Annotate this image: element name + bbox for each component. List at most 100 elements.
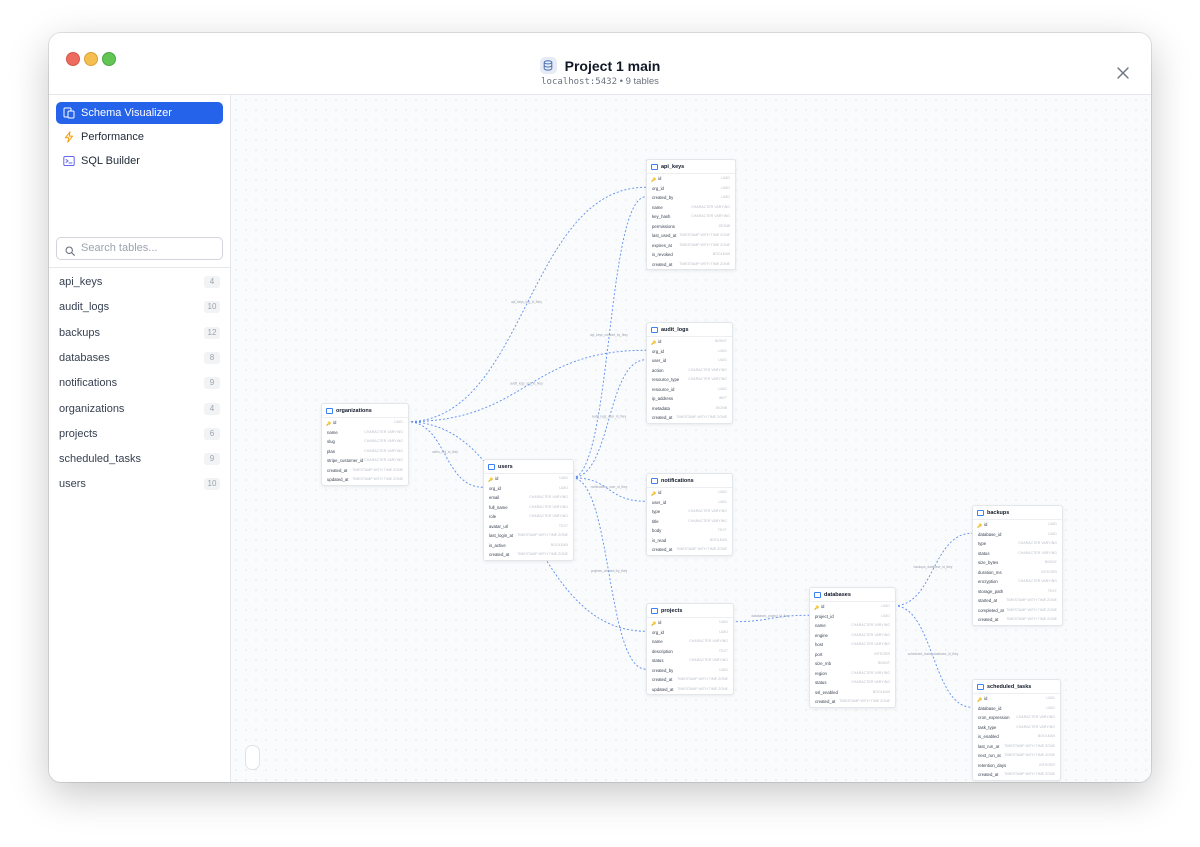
column-type: BOOLEAN (712, 252, 730, 257)
table-card-title: organizations (336, 407, 372, 414)
relationship-line[interactable] (406, 421, 647, 632)
column-type: INTEGER (1041, 569, 1057, 574)
maximize-window-button[interactable] (102, 52, 116, 66)
schema-icon (63, 107, 75, 119)
column-type: TEXT (718, 648, 728, 653)
relationship-line[interactable] (571, 196, 647, 479)
column-name: org_id (652, 348, 664, 354)
close-icon[interactable] (1115, 65, 1131, 81)
nav-schema-visualizer[interactable]: Schema Visualizer (56, 102, 223, 124)
relationship-line[interactable] (406, 186, 647, 423)
primary-key-icon: 🔑 (488, 476, 493, 482)
column-type: CHARACTER VARYING (688, 377, 727, 382)
close-window-button[interactable] (66, 52, 80, 66)
column-name: title (652, 518, 659, 524)
column-count-badge: 9 (204, 377, 220, 390)
relationship-line[interactable] (893, 605, 973, 708)
column-name: id (984, 696, 988, 701)
relationship-line[interactable] (406, 421, 484, 488)
column-count-badge: 9 (204, 453, 220, 466)
search-box (56, 237, 223, 260)
column-type: TEXT (1047, 588, 1057, 593)
relationship-line[interactable] (893, 532, 973, 607)
column-name: id (495, 476, 499, 481)
relationship-line[interactable] (571, 477, 647, 670)
relationship-line[interactable] (571, 359, 647, 479)
relationship-line[interactable] (406, 349, 647, 423)
column-name: engine (815, 632, 828, 638)
table-list-name: audit_logs (59, 301, 110, 314)
column-name: key_hash (652, 214, 671, 219)
table-card-header: api_keys (647, 160, 735, 174)
column-type: TEXT (558, 523, 568, 528)
column-count-badge: 4 (204, 402, 220, 415)
table-card-header: audit_logs (647, 323, 732, 337)
sidebar-divider (49, 267, 230, 268)
zoom-control[interactable] (245, 745, 260, 770)
column-type: UUID (721, 185, 730, 190)
column-type: JSONB (715, 405, 727, 410)
column-name: created_at (652, 677, 673, 682)
column-type: CHARACTER VARYING (364, 448, 403, 453)
column-count-badge: 6 (204, 427, 220, 440)
column-name: type (978, 541, 987, 546)
column-type: TIMESTAMP WITH TIME ZONE (517, 552, 568, 557)
nav-sql-builder[interactable]: SQL Builder (56, 150, 223, 172)
column-name: updated_at (652, 686, 674, 692)
column-type: TIMESTAMP WITH TIME ZONE (679, 261, 730, 266)
column-name: org_id (489, 485, 501, 491)
column-name: created_at (652, 415, 673, 420)
search-input[interactable] (81, 240, 217, 256)
database-icon (539, 57, 557, 74)
column-type: TIMESTAMP WITH TIME ZONE (1004, 753, 1055, 758)
column-name: id (333, 420, 337, 425)
relationship-line[interactable] (571, 477, 647, 502)
column-type: TIMESTAMP WITH TIME ZONE (517, 533, 568, 538)
column-name: name (815, 623, 826, 628)
column-type: INET (718, 396, 727, 401)
column-type: TEXT (717, 528, 727, 533)
column-name: next_run_at (978, 753, 1001, 758)
column-type: UUID (718, 490, 727, 495)
nav-performance[interactable]: Performance (56, 126, 223, 148)
column-name: size_mb (815, 661, 832, 666)
table-card-header: notifications (647, 474, 732, 488)
minimize-window-button[interactable] (84, 52, 98, 66)
column-name: encryption (978, 579, 998, 584)
column-name: port (815, 651, 823, 657)
column-type: CHARACTER VARYING (851, 632, 890, 637)
table-icon (814, 591, 821, 598)
table-card-title: notifications (661, 477, 694, 484)
